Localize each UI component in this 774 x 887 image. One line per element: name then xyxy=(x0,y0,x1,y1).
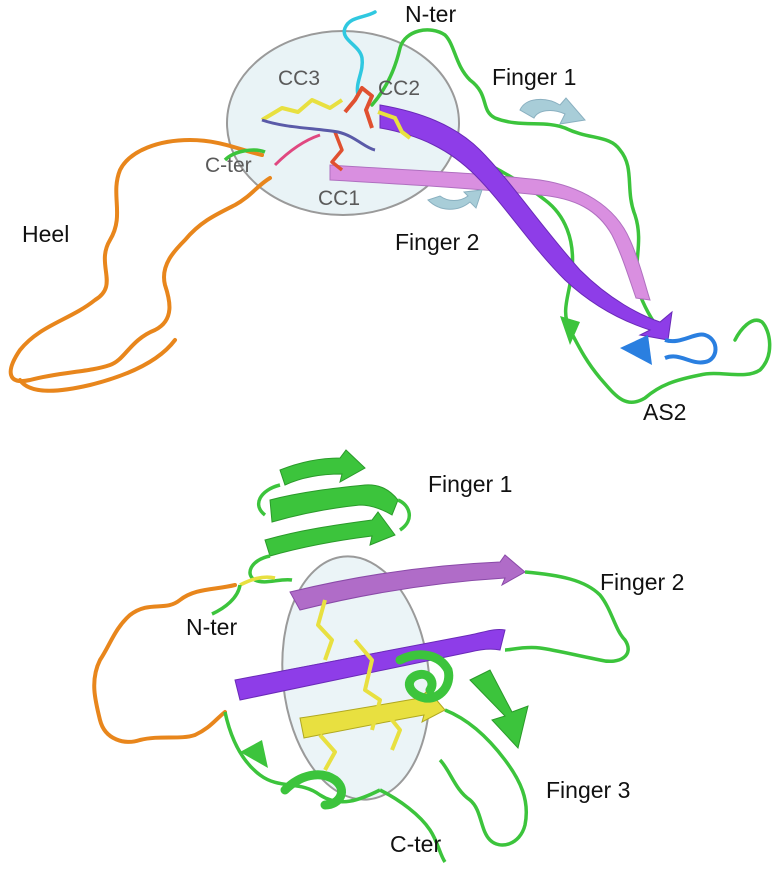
as2-arrowhead xyxy=(620,335,652,365)
label-c-ter-top: C-ter xyxy=(205,154,252,177)
cc2-disulfide xyxy=(343,86,374,129)
label-c-ter-bottom: C-ter xyxy=(390,831,441,857)
finger-2-rotation-arrow xyxy=(427,189,483,210)
c-ter-pink xyxy=(273,133,321,167)
central-helix xyxy=(395,650,454,703)
label-finger-3: Finger 3 xyxy=(546,777,630,803)
as2-segment xyxy=(664,332,718,365)
finger-1-strand-purple xyxy=(379,104,673,341)
label-finger-1-bottom: Finger 1 xyxy=(428,471,512,497)
c-terminus-segment xyxy=(261,118,376,152)
label-finger-2-bottom: Finger 2 xyxy=(600,569,684,595)
label-cc2: CC2 xyxy=(378,77,420,100)
lower-left-arrow xyxy=(240,740,268,768)
label-n-ter-bottom: N-ter xyxy=(186,614,237,640)
finger-1-rotation-arrow xyxy=(519,97,586,125)
heel-loop-return xyxy=(18,338,177,393)
central-yellow-strand xyxy=(299,689,446,739)
finger-3-strand xyxy=(469,669,529,750)
finger-2-strand-top xyxy=(289,554,526,611)
heel-loop-bottom xyxy=(92,583,237,744)
finger-1-hairpin-loop xyxy=(560,316,580,345)
top-panel: N-ter Finger 1 CC3 CC2 C-ter CC1 Heel Fi… xyxy=(8,1,772,425)
heel-loop xyxy=(8,137,272,384)
label-cc1: CC1 xyxy=(318,187,360,210)
cc2-yellow-stick xyxy=(377,110,412,140)
n-ter-loop-bottom-green xyxy=(211,584,242,616)
label-finger-2-top: Finger 2 xyxy=(395,229,479,255)
finger-1-strand-third xyxy=(264,511,396,557)
finger-2-loop xyxy=(458,148,772,405)
lower-helix xyxy=(280,770,346,810)
finger-1-strand-second xyxy=(269,484,399,523)
finger-3-loop xyxy=(438,708,528,847)
label-n-ter-top: N-ter xyxy=(405,1,456,27)
c-ter-loop-bottom xyxy=(379,788,447,864)
green-n-loop xyxy=(223,148,266,162)
label-cc3: CC3 xyxy=(278,67,320,90)
label-finger-1-top: Finger 1 xyxy=(492,64,576,90)
label-as2: AS2 xyxy=(643,399,686,425)
label-heel: Heel xyxy=(22,221,69,247)
disulfide-sticks-bottom xyxy=(316,599,402,771)
finger-1-loop xyxy=(370,28,667,340)
n-terminus-segment xyxy=(342,10,377,97)
finger-2-loop-bottom xyxy=(504,570,630,663)
finger-1-strand-top xyxy=(279,449,366,486)
bottom-panel: Finger 1 Finger 2 N-ter Finger 3 C-ter xyxy=(92,449,684,864)
cc3-disulfide xyxy=(260,98,344,122)
n-ter-loop-bottom xyxy=(239,575,276,587)
cc1-disulfide xyxy=(330,131,344,172)
